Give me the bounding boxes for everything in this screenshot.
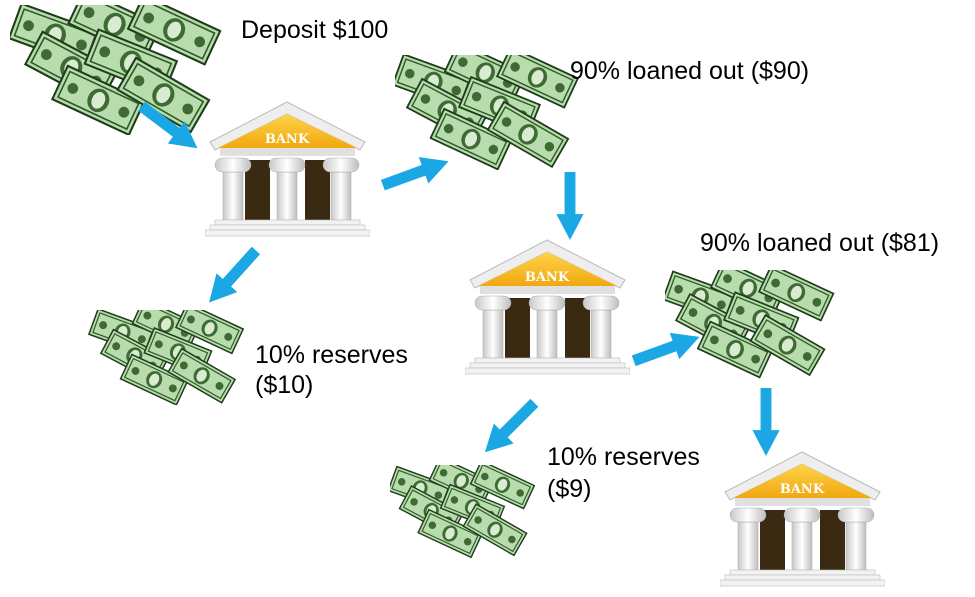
arrow-loan-to-bank2 <box>556 172 584 240</box>
reserve-9-percent-label: 10% reserves <box>547 443 700 471</box>
arrow-loan-to-bank3 <box>752 388 780 456</box>
bank-3: BANK <box>720 451 885 587</box>
money-pile-deposit <box>9 0 220 135</box>
money-pile-loan-90 <box>393 42 578 169</box>
loan-81-label: 90% loaned out ($81) <box>700 229 940 257</box>
arrow-bank1-to-loan <box>378 148 454 199</box>
loan-90-label: 90% loaned out ($90) <box>570 57 810 85</box>
bank-2: BANK <box>465 239 630 375</box>
reserve-10-percent-label: 10% reserves <box>255 341 408 369</box>
reserve-10-amount-label: ($10) <box>255 371 314 399</box>
reserve-9-amount-label: ($9) <box>547 475 592 503</box>
money-pile-reserve-9 <box>388 457 534 557</box>
arrow-bank1-to-reserve <box>198 241 267 312</box>
money-pile-loan-81 <box>663 260 834 377</box>
deposit-label: Deposit $100 <box>241 16 389 44</box>
bank-1: BANK <box>205 101 370 237</box>
bank-sign: BANK <box>525 270 570 285</box>
arrow-bank2-to-reserve <box>474 392 545 463</box>
money-pile-reserve-10 <box>89 299 243 405</box>
arrow-bank2-to-loan <box>628 323 705 374</box>
bank-sign: BANK <box>780 482 825 497</box>
bank-sign: BANK <box>265 132 310 147</box>
